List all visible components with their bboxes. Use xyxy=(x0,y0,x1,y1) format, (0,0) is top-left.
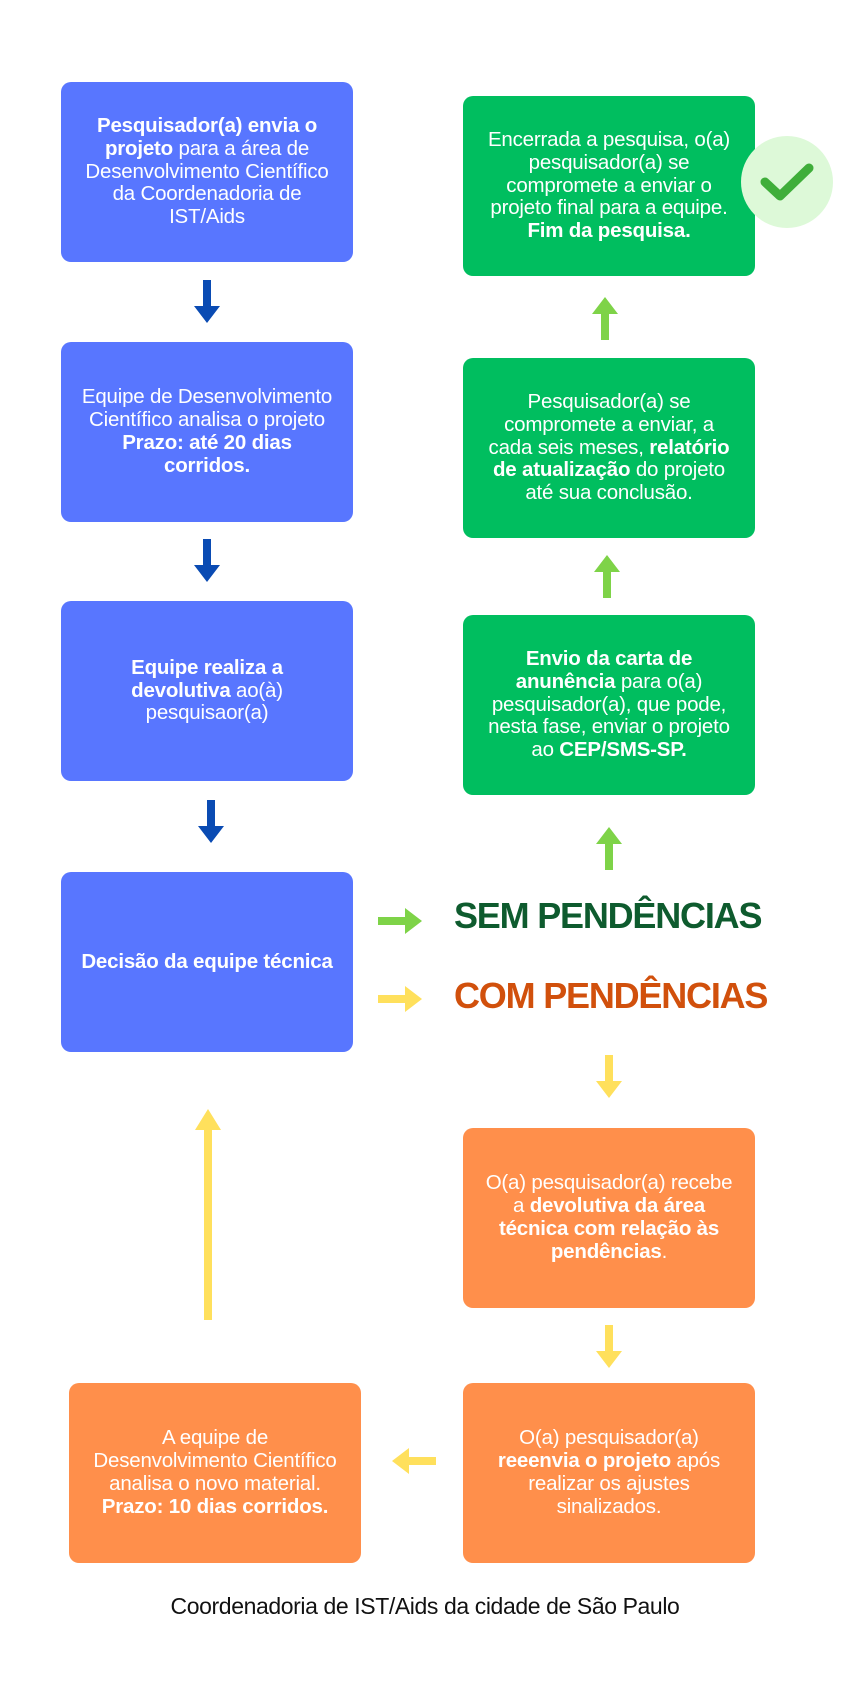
check-icon xyxy=(741,136,833,228)
outcome-com-pendencias: COM PENDÊNCIAS xyxy=(454,975,768,1016)
step-reenvia-projeto: O(a) pesquisador(a) reeenvia o projeto a… xyxy=(463,1383,755,1563)
footer-credit: Coordenadoria de IST/Aids da cidade de S… xyxy=(170,1593,680,1619)
step-carta-bold: Envio da carta de anunência xyxy=(515,646,693,693)
arrow-down-com-to-recebe xyxy=(596,1055,622,1098)
arrow-left-reenvia-to-reanalise xyxy=(392,1448,436,1474)
arrow-up-reanalise-to-decisao xyxy=(195,1109,221,1320)
step-envio-projeto: Pesquisador(a) envia o projeto para a ár… xyxy=(61,82,353,262)
step-encerrada-bold: Fim da pesquisa. xyxy=(527,219,691,243)
step-analise-projeto: Equipe de Desenvolvimento Científico ana… xyxy=(61,342,353,522)
step-carta-text: para o(a) pesquisador(a), que pode, nest… xyxy=(488,669,730,762)
step-envio-bold: Pesquisador(a) envia o projeto xyxy=(96,113,318,160)
step-reenvia-bold: reeenvia o projeto xyxy=(497,1449,671,1473)
step-decisao-equipe: Decisão da equipe técnica xyxy=(61,872,353,1052)
step-reanalise-material: A equipe de Desenvolvimento Científico a… xyxy=(69,1383,361,1563)
step-reanalise-deadline: Prazo: 10 dias corridos. xyxy=(101,1494,329,1518)
arrow-up-sem-to-carta xyxy=(596,827,622,870)
arrow-right-to-com-pendencias xyxy=(378,986,422,1012)
arrow-down-devolutiva-to-decisao xyxy=(198,800,224,843)
step-envio-text: para a área de Desenvolvimento Científic… xyxy=(85,136,329,229)
step-decisao-text: Decisão da equipe técnica xyxy=(81,949,333,973)
step-reanalise-text: A equipe de Desenvolvimento Científico a… xyxy=(93,1426,337,1495)
step-relatorio-atualizacao: Pesquisador(a) se compromete a enviar, a… xyxy=(463,358,755,538)
arrow-down-envio-to-analise xyxy=(194,280,220,323)
step-analise-text: Equipe de Desenvolvimento Científico ana… xyxy=(81,385,333,432)
arrow-up-carta-to-relatorio xyxy=(594,555,620,598)
step-recebe-text: O(a) pesquisador(a) recebe a xyxy=(485,1171,733,1218)
step-carta-cep: CEP/SMS-SP. xyxy=(559,738,687,762)
arrow-down-analise-to-devolutiva xyxy=(194,539,220,582)
step-relatorio-bold: relatório de atualização xyxy=(492,435,730,482)
check-mark xyxy=(760,163,814,201)
step-relatorio-text: Pesquisador(a) se compromete a enviar, a… xyxy=(488,389,715,459)
arrow-right-to-sem-pendencias xyxy=(378,908,422,934)
step-recebe-devolutiva: O(a) pesquisador(a) recebe a devolutiva … xyxy=(463,1128,755,1308)
step-recebe-bold: devolutiva da área técnica com relação à… xyxy=(498,1194,720,1263)
step-relatorio-text-end: do projeto até sua conclusão. xyxy=(525,458,726,505)
arrow-up-relatorio-to-encerrada xyxy=(592,297,618,340)
step-encerrada-text: Encerrada a pesquisa, o(a) pesquisador(a… xyxy=(487,127,731,220)
step-devolutiva-text: ao(à) pesquisaor(a) xyxy=(145,678,283,725)
step-analise-deadline: Prazo: até 20 dias corridos. xyxy=(122,431,292,477)
outcome-sem-pendencias: SEM PENDÊNCIAS xyxy=(454,895,762,936)
step-devolutiva-bold: Equipe realiza a devolutiva xyxy=(131,655,283,702)
step-encerrada-pesquisa: Encerrada a pesquisa, o(a) pesquisador(a… xyxy=(463,96,755,276)
step-devolutiva: Equipe realiza a devolutiva ao(à) pesqui… xyxy=(61,601,353,781)
step-carta-anuencia: Envio da carta de anunência para o(a) pe… xyxy=(463,615,755,795)
step-recebe-end: . xyxy=(661,1239,668,1263)
step-reenvia-end: após realizar os ajustes sinalizados. xyxy=(528,1449,721,1518)
step-reenvia-text: O(a) pesquisador(a) xyxy=(519,1426,699,1450)
arrow-down-recebe-to-reenvia xyxy=(596,1325,622,1368)
